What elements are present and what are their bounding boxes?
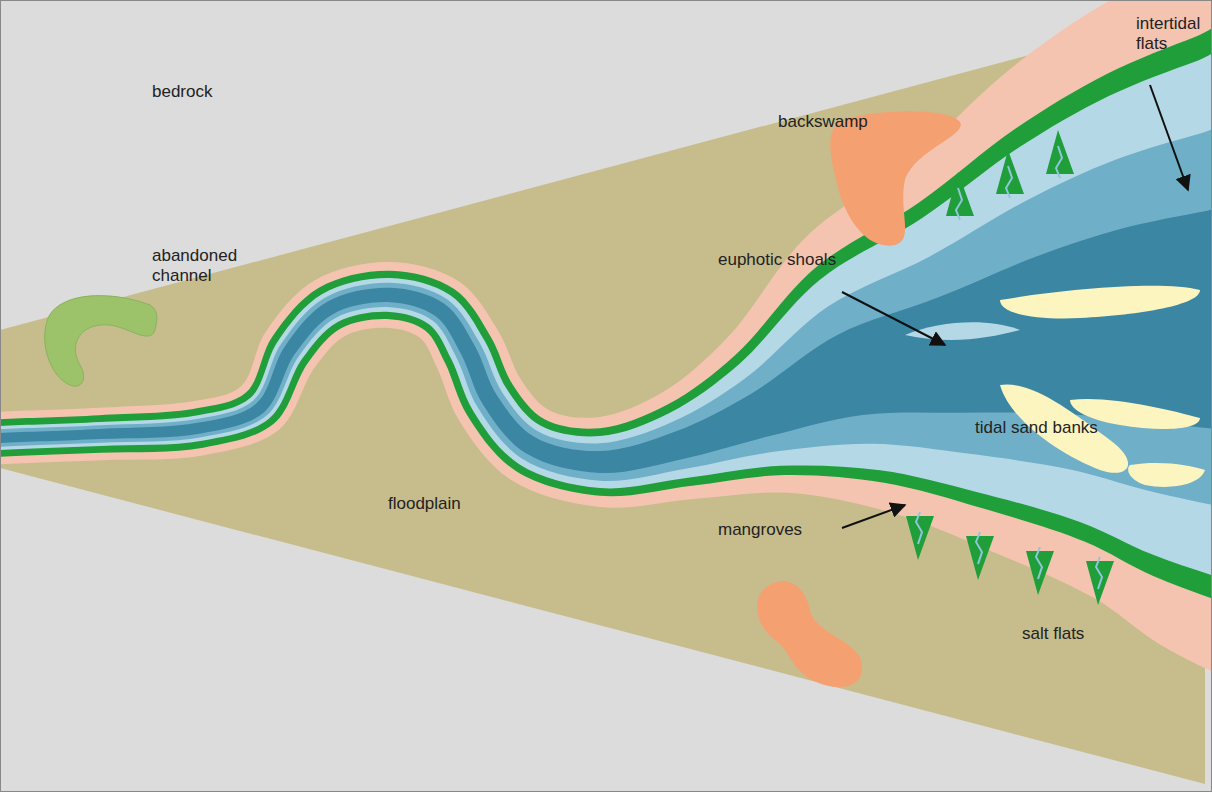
mangrove-band bbox=[0, 16, 1212, 621]
shoal-band bbox=[0, 117, 1212, 519]
deep-channel bbox=[0, 199, 1212, 473]
salt-flat-band bbox=[0, 0, 1212, 701]
leader-arrow bbox=[842, 505, 905, 528]
tidal-creek bbox=[956, 188, 962, 220]
sand-bank bbox=[1000, 286, 1200, 319]
river-channel bbox=[0, 0, 1212, 701]
region-label: backswamp bbox=[778, 112, 868, 132]
abandoned-channel-shape bbox=[45, 296, 157, 387]
region-label: euphotic shoals bbox=[718, 250, 836, 270]
tidal-creek bbox=[1036, 547, 1042, 579]
region-label: bedrock bbox=[152, 82, 212, 102]
region-label: abandoned channel bbox=[152, 246, 262, 287]
backswamp-area bbox=[830, 111, 961, 245]
euphotic-shoal bbox=[905, 322, 1020, 340]
tidal-creek bbox=[976, 532, 982, 564]
tidal-creek bbox=[1056, 146, 1062, 178]
sand-bank bbox=[1128, 463, 1205, 487]
region-label: floodplain bbox=[388, 494, 461, 514]
intertidal-flat-band bbox=[0, 41, 1212, 595]
backswamp-area bbox=[757, 581, 862, 687]
region-label: intertidal flats bbox=[1136, 14, 1206, 55]
tidal-creek bbox=[1096, 557, 1102, 589]
tidal-creek bbox=[916, 512, 922, 544]
leader-arrow bbox=[842, 292, 945, 345]
region-label: mangroves bbox=[718, 520, 802, 540]
region-label: salt flats bbox=[1022, 624, 1084, 644]
region-label: tidal sand banks bbox=[975, 418, 1098, 438]
leader-arrow bbox=[1150, 85, 1188, 190]
tidal-creek bbox=[1006, 166, 1012, 198]
